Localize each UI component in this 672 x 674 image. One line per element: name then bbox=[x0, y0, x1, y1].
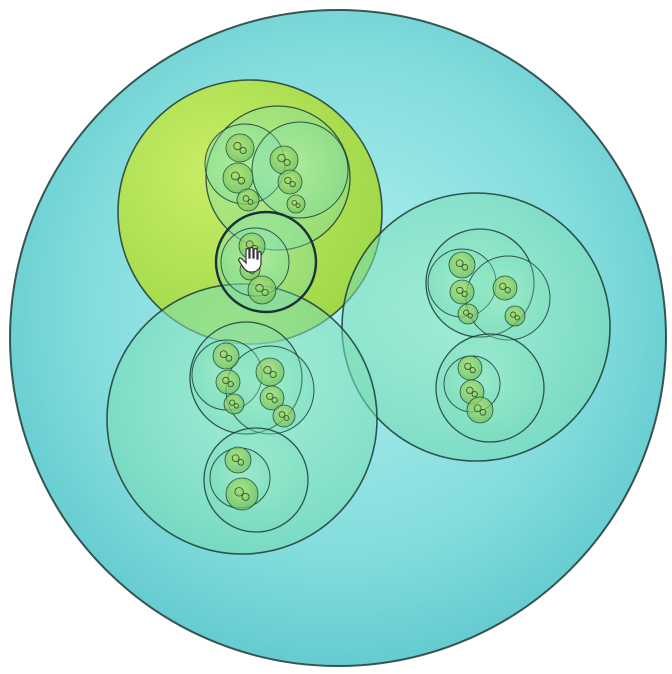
leaf-dot bbox=[505, 287, 510, 292]
leaf-dot bbox=[226, 355, 232, 361]
leaf-dot bbox=[296, 204, 300, 208]
leaf-dot bbox=[262, 289, 268, 295]
leaf-dot bbox=[228, 381, 233, 386]
leaf-dot bbox=[472, 391, 477, 396]
circles-layer bbox=[10, 10, 666, 666]
leaf-dot bbox=[284, 159, 290, 165]
leaf-dot bbox=[470, 367, 475, 372]
leaf-dot bbox=[242, 493, 249, 500]
leaf-dot bbox=[270, 371, 276, 377]
leaf-dot bbox=[238, 177, 245, 184]
leaf-dot bbox=[238, 459, 244, 465]
leaf-dot bbox=[234, 404, 239, 409]
leaf-dot bbox=[480, 409, 486, 415]
leaf-dot bbox=[235, 488, 244, 497]
leaf-dot bbox=[240, 147, 246, 153]
leaf-dot bbox=[515, 316, 520, 321]
leaf-dot bbox=[248, 200, 253, 205]
leaf-dot bbox=[462, 291, 467, 296]
leaf-dot bbox=[290, 181, 295, 186]
leaf-dot bbox=[272, 397, 277, 402]
leaf-dot bbox=[284, 416, 289, 421]
leaf-dot bbox=[468, 314, 473, 319]
leaf-dot bbox=[462, 264, 468, 270]
